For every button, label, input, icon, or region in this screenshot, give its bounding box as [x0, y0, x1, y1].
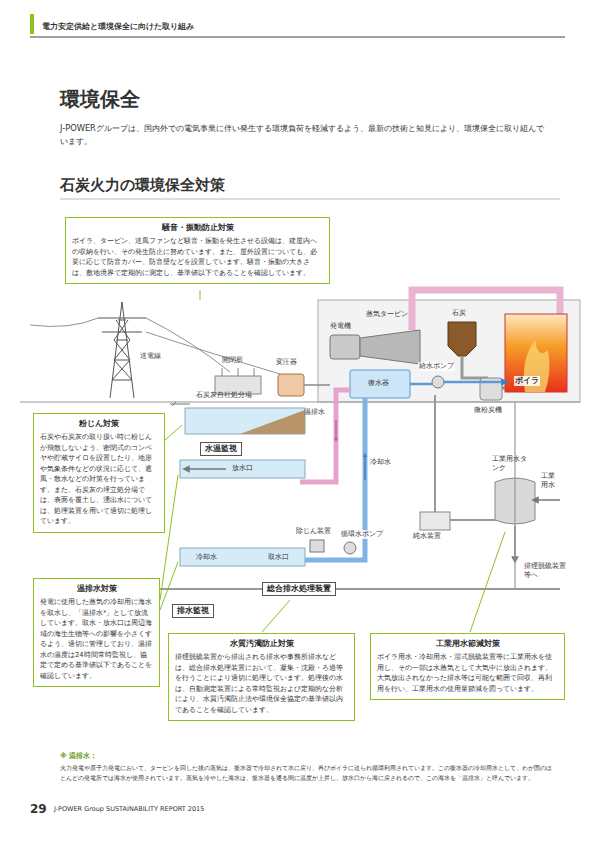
callout-body: ボイラ、タービン、送風ファンなど騒音・振動を発生させる設備は、建屋内への収納を行…	[72, 236, 323, 278]
flow-label: 温排水	[304, 408, 325, 417]
flow-label: 冷却水	[370, 458, 391, 467]
page-number: 29	[30, 801, 47, 817]
callout-body: ボイラ用水・冷却用水・湿式脱硫装置等に工業用水を使用し、その一部は水蒸気として大…	[377, 652, 558, 694]
part-label: 除じん装置	[296, 527, 331, 536]
part-label: 排煙脱硫装置等へ	[524, 562, 572, 580]
callout-box: 温排水対策発電に使用した蒸気の冷却用に海水を取水し、「温排水*」として放流してい…	[33, 578, 160, 687]
callout-heading: 工業用水節減対策	[377, 638, 558, 649]
footnote-head: ※ 温排水：	[60, 752, 97, 761]
part-label: 復水器	[368, 379, 389, 388]
callout-box: 粉じん対策石炭や石炭灰の取り扱い時に粉じんが飛散しないよう、密閉式のコンベヤや貯…	[33, 413, 165, 533]
callout-heading: 騒音・振動防止対策	[72, 222, 323, 233]
flow-label: 冷却水	[196, 553, 217, 562]
part-label: 送電線	[140, 352, 161, 361]
part-label: 変圧器	[276, 358, 297, 367]
part-label: 微粉炭機	[474, 406, 502, 415]
callout-heading: 水質汚濁防止対策	[175, 638, 348, 649]
callout-heading: 温排水対策	[40, 583, 153, 594]
tag-text: 総合排水処理装置	[267, 584, 331, 593]
part-label: 循環水ポンプ	[340, 530, 384, 539]
part-label: 取水口	[268, 553, 289, 562]
part-label: 工業用水	[541, 472, 557, 491]
part-label: 放水口	[232, 464, 253, 473]
callout-body: 排煙脱硫装置から排出される排水や事務所排水などは、総合排水処理装置において、凝集…	[175, 652, 348, 715]
callout-box: 工業用水節減対策ボイラ用水・冷却用水・湿式脱硫装置等に工業用水を使用し、その一部…	[370, 633, 565, 700]
part-label: 純水装置	[413, 532, 441, 541]
tag-text: 排水監視	[177, 606, 209, 615]
monitor-tag: 排水監視	[172, 604, 214, 618]
part-label: 給水ポンプ	[418, 362, 455, 371]
callout-body: 発電に使用した蒸気の冷却用に海水を取水し、「温排水*」として放流しています。取水…	[40, 597, 153, 681]
part-label: ボイラ	[514, 376, 540, 386]
callout-box: 水質汚濁防止対策排煙脱硫装置から排出される排水や事務所排水などは、総合排水処理装…	[168, 633, 355, 721]
callout-body: 石炭や石炭灰の取り扱い時に粉じんが飛散しないよう、密閉式のコンベヤや貯蔵サイロを…	[40, 432, 158, 527]
intro-text: J-POWERグループは、国内外での電気事業に伴い発生する環境負荷を軽減するよう…	[60, 122, 550, 149]
monitor-tag: 水温監視	[200, 442, 242, 456]
tag-text: 水温監視	[205, 444, 237, 453]
part-label: 発電機	[330, 322, 351, 331]
equipment-tag: 総合排水処理装置	[262, 582, 336, 596]
part-label: 蒸気タービン	[366, 310, 408, 319]
callout-box: 騒音・振動防止対策ボイラ、タービン、送風ファンなど騒音・振動を発生させる設備は、…	[65, 217, 330, 284]
section-header: 電力安定供給と環境保全に向けた取り組み	[42, 22, 194, 32]
part-label: 開閉所	[222, 356, 243, 365]
part-label: 石炭灰自社処分場	[196, 391, 252, 400]
report-name: J-POWER Group SUSTAINABILITY REPORT 2015	[54, 805, 204, 814]
part-label: 石炭	[452, 309, 466, 318]
part-label: 工業用水タンク	[492, 455, 528, 474]
footnote-text: 火力発電や原子力発電において、タービンを回した後の蒸気は、復水器で冷却されて水に…	[60, 763, 555, 782]
callout-heading: 粉じん対策	[40, 418, 158, 429]
page-title: 環境保全	[60, 86, 140, 113]
section-title: 石炭火力の環境保全対策	[60, 175, 225, 195]
